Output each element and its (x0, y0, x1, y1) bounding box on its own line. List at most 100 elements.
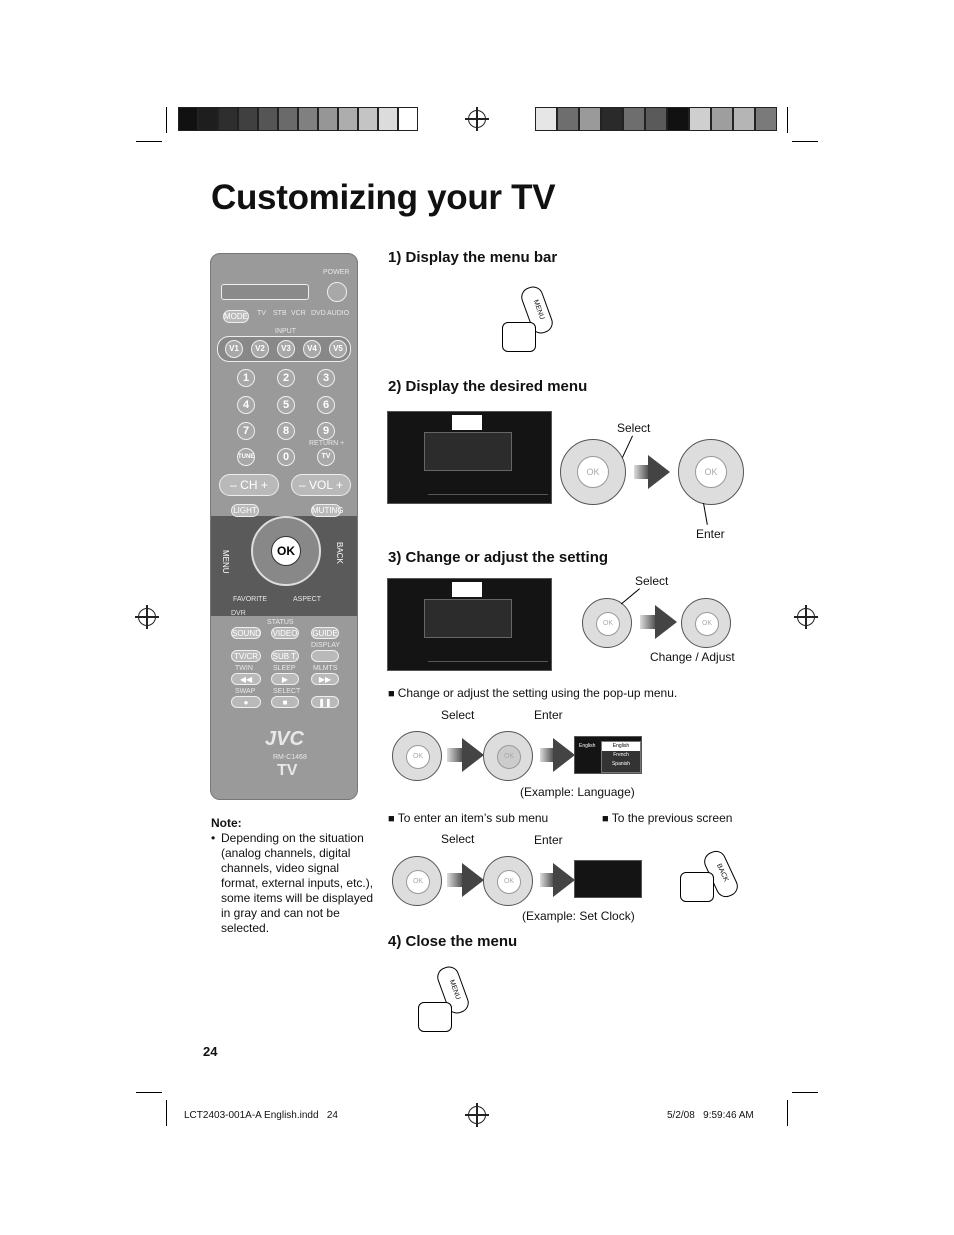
color-swatch (689, 107, 711, 131)
remote-digit-6[interactable]: 6 (317, 396, 335, 414)
remote-channel-rocker[interactable]: – CH + (219, 474, 279, 496)
popup-current-value: English (579, 743, 596, 749)
color-swatch (711, 107, 733, 131)
dial-enter-3: OK (483, 731, 533, 781)
hand-press-menu-icon: MENU (494, 282, 556, 362)
popup-menu-screen: English English French Spanish (574, 736, 642, 774)
registration-mark-icon (794, 605, 818, 629)
remote-mode-stb: STB (273, 310, 287, 317)
previous-screen-instruction: To the previous screen (602, 811, 733, 825)
remote-aspect-label[interactable]: ASPECT (293, 596, 322, 603)
remote-dvr-label: DVR (231, 610, 246, 617)
dial-ok-icon: OK (695, 612, 719, 636)
example-language-label: (Example: Language) (520, 785, 635, 799)
step-4-heading: 4) Close the menu (388, 933, 518, 950)
remote-input-v1[interactable]: V1 (225, 340, 243, 358)
remote-stop-button[interactable]: ■ (271, 696, 299, 708)
remote-tune-button[interactable]: TUNE (237, 448, 255, 466)
remote-digit-1[interactable]: 1 (237, 369, 255, 387)
remote-tvcr-button[interactable]: TV/CR (231, 650, 261, 662)
remote-input-v5[interactable]: V5 (329, 340, 347, 358)
note-text-body: Depending on the situation (analog chann… (221, 831, 374, 935)
remote-input-v2[interactable]: V2 (251, 340, 269, 358)
dial-ok-icon: OK (596, 612, 620, 636)
color-swatch (258, 107, 278, 131)
crop-mark (166, 107, 167, 133)
tv-menu-screen-2 (387, 578, 552, 671)
remote-status-label: STATUS (267, 619, 294, 626)
color-swatch (278, 107, 298, 131)
color-swatch (667, 107, 689, 131)
remote-input-v3[interactable]: V3 (277, 340, 295, 358)
sub-menu-instruction: To enter an item’s sub menu (388, 811, 549, 825)
remote-video-button[interactable]: VIDEO (271, 627, 299, 639)
remote-sleep-label: SLEEP (273, 665, 296, 672)
remote-volume-rocker[interactable]: – VOL + (291, 474, 351, 496)
remote-multi-label: MLMTS (313, 665, 338, 672)
remote-eject-button[interactable] (311, 650, 339, 662)
remote-tv-button[interactable]: TV (317, 448, 335, 466)
remote-muting-button[interactable]: MUTING (311, 504, 344, 517)
remote-sound-button[interactable]: SOUND (231, 627, 261, 639)
remote-mode-button[interactable]: MODE (223, 310, 249, 323)
popup-item[interactable]: Spanish (611, 761, 631, 767)
pointer-line (620, 588, 640, 605)
remote-digit-4[interactable]: 4 (237, 396, 255, 414)
popup-item[interactable]: French (613, 752, 629, 758)
remote-navigation-ring[interactable]: OK (251, 516, 321, 586)
remote-digit-7[interactable]: 7 (237, 422, 255, 440)
page-number: 24 (203, 1044, 218, 1059)
remote-digit-2[interactable]: 2 (277, 369, 295, 387)
note-title: Note: (211, 816, 242, 830)
pointer-line (621, 435, 633, 458)
color-swatch (535, 107, 557, 131)
dial-adjust-2: OK (681, 598, 731, 648)
remote-light-button[interactable]: LIGHT (231, 504, 259, 517)
color-swatch (338, 107, 358, 131)
remote-ok-button[interactable]: OK (271, 536, 301, 566)
remote-record-button[interactable]: ● (231, 696, 261, 708)
dial-ok-icon: OK (497, 870, 521, 894)
popup-list: English French Spanish (601, 741, 641, 773)
enter-label-1: Enter (696, 527, 725, 541)
remote-favorite-label[interactable]: FAVORITE (233, 596, 268, 603)
remote-return-label: RETURN + (309, 440, 345, 447)
dial-ok-icon: OK (406, 745, 430, 769)
popup-instruction: Change or adjust the setting using the p… (388, 686, 678, 700)
remote-menu-label[interactable]: MENU (221, 550, 230, 574)
popup-item[interactable]: English (602, 742, 640, 751)
remote-forward-button[interactable]: ▶▶ (311, 673, 339, 685)
color-swatch (733, 107, 755, 131)
dial-ok-icon: OK (577, 456, 609, 488)
remote-guide-button[interactable]: GUIDE (311, 627, 339, 639)
remote-mode-vcr: VCR (291, 310, 306, 317)
remote-mode-tv: TV (257, 310, 266, 317)
hand-press-menu-icon: MENU (410, 962, 472, 1042)
footer-file-name: LCT2403-001A-A English.indd 24 (184, 1110, 338, 1121)
registration-mark-icon (135, 605, 159, 629)
menu-list (424, 599, 512, 638)
remote-pause-button[interactable]: ❚❚ (311, 696, 339, 708)
example-set-clock-label: (Example: Set Clock) (522, 909, 635, 923)
dial-ok-icon: OK (497, 745, 521, 769)
remote-twin-label: TWIN (235, 665, 253, 672)
remote-subt-button[interactable]: SUB T. (271, 650, 299, 662)
dial-select-2: OK (582, 598, 632, 648)
remote-play-button[interactable]: ▶ (271, 673, 299, 685)
note-block: Note: • Depending on the situation (anal… (211, 816, 376, 936)
remote-digit-5[interactable]: 5 (277, 396, 295, 414)
remote-digit-8[interactable]: 8 (277, 422, 295, 440)
remote-digit-9[interactable]: 9 (317, 422, 335, 440)
crop-mark (136, 1092, 162, 1093)
remote-back-label[interactable]: BACK (335, 542, 344, 564)
remote-digit-0[interactable]: 0 (277, 448, 295, 466)
remote-digit-3[interactable]: 3 (317, 369, 335, 387)
color-swatch (218, 107, 238, 131)
menu-footer (428, 661, 548, 666)
remote-power-button[interactable] (327, 282, 347, 302)
remote-rewind-button[interactable]: ◀◀ (231, 673, 261, 685)
color-swatch (755, 107, 777, 131)
remote-power-label: POWER (323, 269, 350, 276)
remote-input-v4[interactable]: V4 (303, 340, 321, 358)
remote-model-label: RM-C1468 (273, 754, 307, 761)
